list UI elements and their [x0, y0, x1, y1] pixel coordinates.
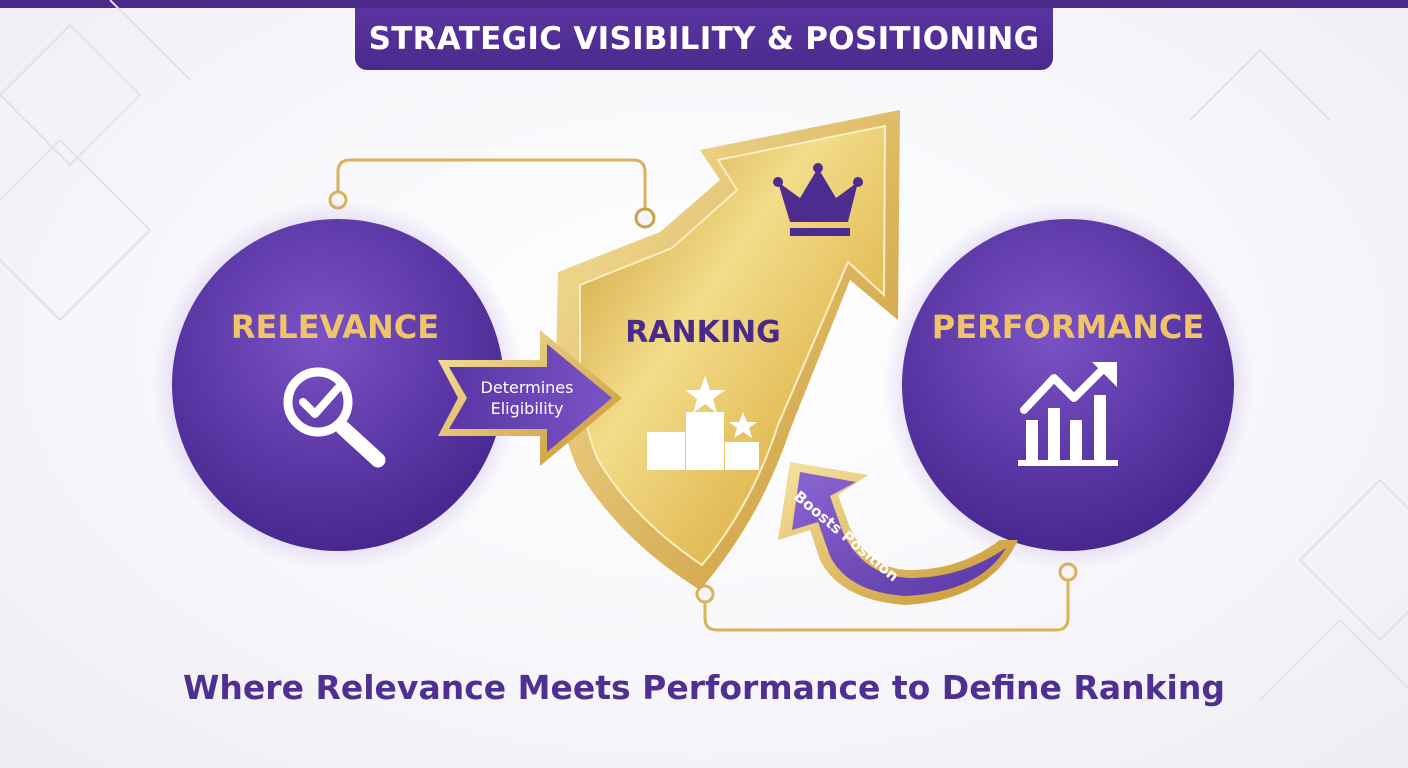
relevance-node: RELEVANCE [153, 200, 523, 570]
connector-node [634, 207, 656, 229]
tagline: Where Relevance Meets Performance to Def… [183, 668, 1225, 707]
performance-label: PERFORMANCE [932, 308, 1204, 346]
connector-node [695, 584, 715, 604]
connector-lines [336, 158, 1070, 632]
determines-label-line1: Determines [481, 378, 574, 397]
determines-label-line2: Eligibility [491, 399, 564, 418]
crown-icon [773, 163, 863, 236]
performance-node: PERFORMANCE [883, 200, 1253, 570]
background-decoration [0, 0, 1408, 701]
bar-chart-growth-icon [1018, 362, 1118, 466]
page-title: STRATEGIC VISIBILITY & POSITIONING [368, 21, 1040, 57]
ranking-node: RANKING [556, 110, 900, 590]
relevance-label: RELEVANCE [231, 308, 439, 346]
podium-stars-icon [647, 376, 759, 470]
determines-eligibility-arrow: Determines Eligibility [438, 330, 622, 466]
search-check-icon [283, 367, 386, 468]
ranking-label: RANKING [625, 315, 781, 350]
top-accent-bar [0, 0, 1408, 8]
title-banner: STRATEGIC VISIBILITY & POSITIONING [355, 8, 1053, 70]
